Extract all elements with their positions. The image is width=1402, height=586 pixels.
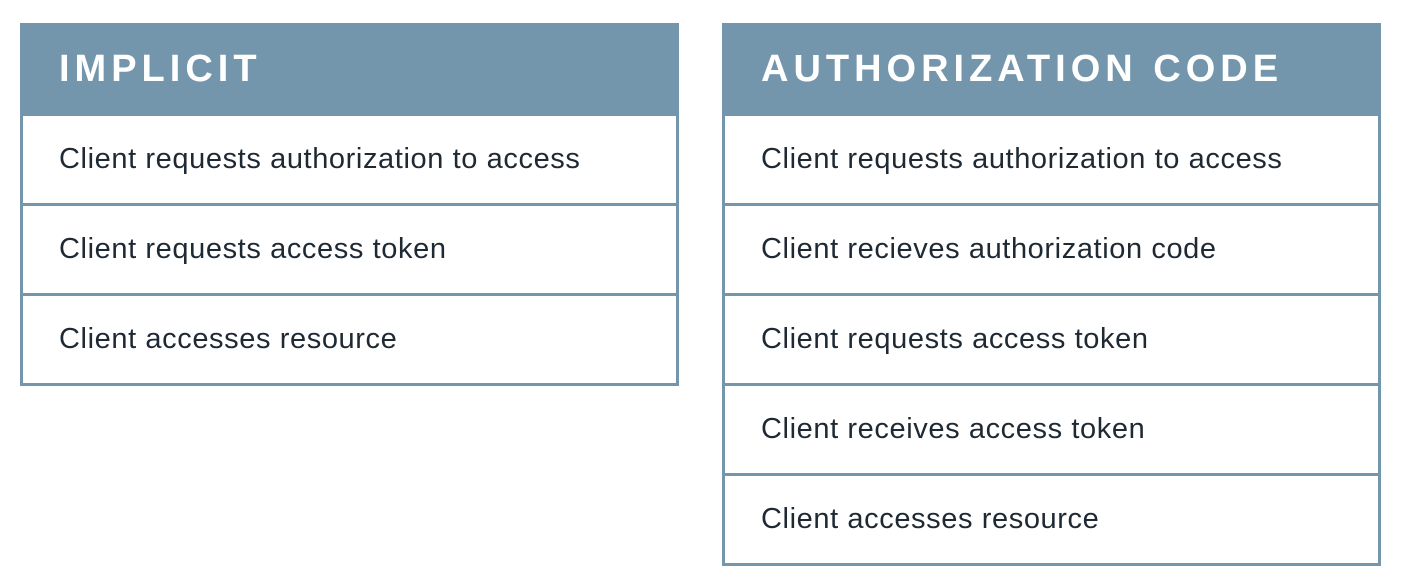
implicit-flow-panel: IMPLICIT Client requests authorization t…	[20, 23, 679, 386]
authorization-code-flow-panel: AUTHORIZATION CODE Client requests autho…	[722, 23, 1381, 566]
authorization-code-step-label: Client accesses resource	[761, 503, 1100, 535]
implicit-flow-header: IMPLICIT	[23, 26, 676, 113]
authorization-code-step-row: Client receives access token	[725, 383, 1378, 473]
authorization-code-step-label: Client receives access token	[761, 413, 1146, 445]
authorization-code-flow-header: AUTHORIZATION CODE	[725, 26, 1378, 113]
implicit-step-row: Client requests authorization to access	[23, 113, 676, 203]
authorization-code-step-label: Client requests access token	[761, 323, 1149, 355]
authorization-code-step-label: Client recieves authorization code	[761, 233, 1217, 265]
implicit-flow-title: IMPLICIT	[59, 48, 262, 90]
implicit-step-row: Client requests access token	[23, 203, 676, 293]
implicit-step-label: Client requests authorization to access	[59, 143, 581, 175]
authorization-code-step-row: Client recieves authorization code	[725, 203, 1378, 293]
implicit-step-row: Client accesses resource	[23, 293, 676, 383]
authorization-code-step-row: Client accesses resource	[725, 473, 1378, 563]
authorization-code-step-row: Client requests authorization to access	[725, 113, 1378, 203]
implicit-step-label: Client requests access token	[59, 233, 447, 265]
authorization-code-step-row: Client requests access token	[725, 293, 1378, 383]
authorization-code-flow-title: AUTHORIZATION CODE	[761, 48, 1284, 90]
implicit-step-label: Client accesses resource	[59, 323, 398, 355]
authorization-code-step-label: Client requests authorization to access	[761, 143, 1283, 175]
